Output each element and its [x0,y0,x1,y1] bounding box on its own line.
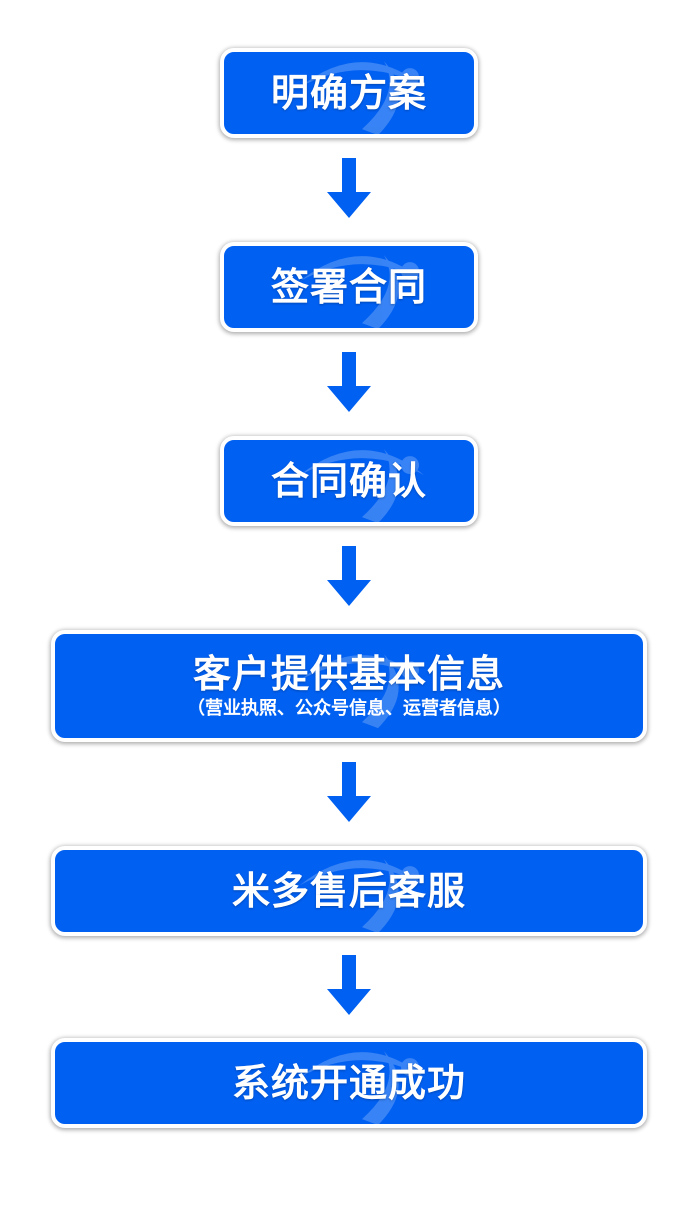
down-arrow-icon [327,955,371,1015]
step-box-define-plan: 明确方案 [220,48,478,138]
step-label: 签署合同 [270,264,427,310]
step-label: 明确方案 [270,70,427,116]
step-box-contract-confirm: 合同确认 [220,436,478,526]
step-label: 系统开通成功 [231,1060,466,1106]
down-arrow-icon [327,546,371,606]
step-label: 米多售后客服 [231,868,466,914]
step-sublabel: （营业执照、公众号信息、运营者信息） [187,698,511,719]
step-label: 客户提供基本信息 [192,651,505,697]
step-label: 合同确认 [270,458,427,504]
down-arrow-icon [327,762,371,822]
down-arrow-icon [327,158,371,218]
step-box-system-activated: 系统开通成功 [51,1038,647,1128]
step-box-customer-info: 客户提供基本信息 （营业执照、公众号信息、运营者信息） [51,630,647,742]
down-arrow-icon [327,352,371,412]
step-box-sign-contract: 签署合同 [220,242,478,332]
step-box-after-sales-service: 米多售后客服 [51,846,647,936]
